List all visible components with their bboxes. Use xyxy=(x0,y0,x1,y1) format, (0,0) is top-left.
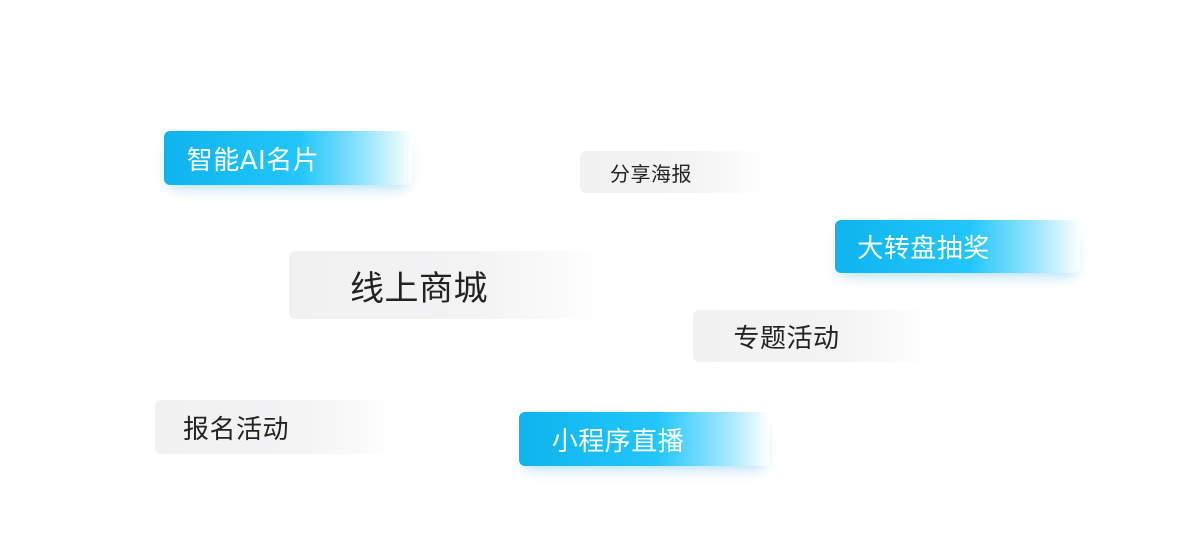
tag-online-mall-label: 线上商城 xyxy=(350,268,488,309)
tag-share-poster-label: 分享海报 xyxy=(610,161,692,186)
tag-ai-card-label: 智能AI名片 xyxy=(186,145,320,176)
tag-ai-card[interactable]: 智能AI名片 xyxy=(164,131,412,185)
tag-lottery-label: 大转盘抽奖 xyxy=(857,234,990,264)
tag-live-streaming-label: 小程序直播 xyxy=(551,426,685,457)
tag-signup-activity-label: 报名活动 xyxy=(182,414,289,445)
tag-share-poster[interactable]: 分享海报 xyxy=(580,151,762,193)
tag-lottery[interactable]: 大转盘抽奖 xyxy=(835,220,1080,273)
tag-online-mall[interactable]: 线上商城 xyxy=(289,251,601,319)
tag-topic-activity-label: 专题活动 xyxy=(733,323,840,354)
tag-signup-activity[interactable]: 报名活动 xyxy=(155,400,395,454)
tag-live-streaming[interactable]: 小程序直播 xyxy=(519,412,769,466)
tag-topic-activity[interactable]: 专题活动 xyxy=(693,310,928,362)
